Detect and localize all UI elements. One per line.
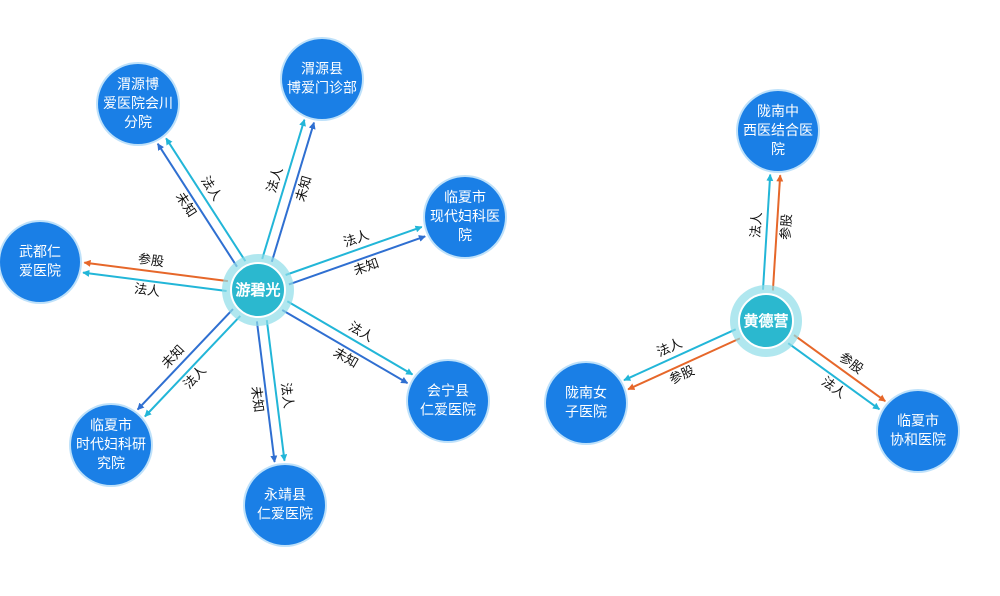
- edge-you-n3-0: [285, 225, 423, 276]
- edges-layer: 未知法人法人未知法人未知法人参股法人未知法人未知法人未知法人参股参股法人参股法人: [82, 119, 886, 463]
- company-node-circle: [71, 405, 151, 485]
- person-node-label: 游碧光: [235, 281, 280, 299]
- company-node-label: 陇南女: [565, 385, 607, 402]
- company-node-label: 西医结合医: [743, 123, 813, 139]
- company-node-label: 爱医院: [19, 264, 61, 280]
- company-node-label: 协和医院: [890, 433, 946, 449]
- company-node-circle: [546, 363, 626, 443]
- edge-label: 法人: [346, 319, 376, 345]
- edge-you-n5-0: [286, 300, 414, 376]
- company-node-label: 现代妇科医: [430, 208, 500, 225]
- edge-huang-n8-0: [762, 173, 774, 290]
- company-node-circle: [98, 64, 178, 144]
- edge-label: 未知: [351, 255, 381, 279]
- company-node-label: 仁爱医院: [257, 507, 313, 523]
- edge-label: 参股: [137, 251, 165, 270]
- person-node-circle: [738, 293, 794, 349]
- edge-you-n2-1: [270, 121, 316, 263]
- edge-huang-n10-1: [787, 342, 880, 411]
- person-node[interactable]: 游碧光: [222, 254, 294, 326]
- company-node-label: 临夏市: [90, 417, 132, 434]
- company-node-label: 院: [458, 228, 472, 244]
- edge-label: 法人: [133, 282, 161, 300]
- company-node-circle: [738, 91, 818, 171]
- edge-huang-n9-1: [623, 328, 737, 382]
- edge-label: 法人: [655, 336, 685, 360]
- company-node-circle: [282, 39, 362, 119]
- edge-label: 未知: [292, 174, 315, 204]
- edge-label: 法人: [342, 228, 372, 251]
- edge-label: 未知: [248, 385, 267, 413]
- company-node-label: 时代妇科研: [76, 436, 146, 453]
- edge-label: 参股: [667, 363, 697, 388]
- edge-you-n1-0: [156, 143, 238, 268]
- company-node-label: 渭源博: [117, 76, 159, 93]
- company-node-label: 究院: [97, 456, 125, 472]
- edge-label: 未知: [330, 345, 361, 372]
- person-node-circle: [230, 262, 286, 318]
- edge-label: 参股: [778, 213, 796, 240]
- edge-label: 未知: [158, 342, 188, 372]
- company-node-label: 分院: [124, 115, 152, 131]
- edge-you-n6-1: [136, 308, 234, 411]
- edge-label: 参股: [836, 349, 866, 377]
- company-node-label: 爱医院会川: [103, 96, 173, 112]
- company-node-label: 陇南中: [757, 104, 799, 120]
- edge-label: 法人: [265, 165, 287, 194]
- edge-huang-n9-0: [627, 337, 741, 391]
- company-node-label: 临夏市: [444, 189, 486, 206]
- company-node-circle: [878, 391, 958, 471]
- nodes-layer: 渭源博爱医院会川分院渭源县博爱门诊部临夏市现代妇科医院武都仁爱医院会宁县仁爱医院…: [0, 37, 960, 547]
- edge-you-n7-0: [265, 319, 288, 462]
- edge-label: 未知: [172, 190, 200, 221]
- person-node[interactable]: 黄德营: [730, 285, 802, 357]
- edge-label: 法人: [197, 174, 224, 204]
- edge-label: 法人: [749, 212, 766, 239]
- edge-huang-n8-1: [771, 174, 784, 291]
- company-node-label: 临夏市: [897, 413, 939, 430]
- edge-label: 法人: [277, 382, 295, 410]
- edge-you-n3-1: [288, 235, 426, 286]
- company-node-label: 院: [771, 142, 785, 158]
- company-node-label: 仁爱医院: [420, 403, 476, 419]
- company-node-label: 永靖县: [264, 488, 306, 504]
- company-node-label: 渭源县: [301, 62, 343, 78]
- company-node-circle: [425, 177, 505, 257]
- edge-huang-n10-0: [793, 334, 886, 403]
- company-node-label: 武都仁: [19, 245, 61, 261]
- edge-you-n2-0: [261, 119, 306, 260]
- edge-you-n6-0: [144, 315, 242, 418]
- edge-you-n7-1: [255, 321, 278, 463]
- edge-label: 法人: [181, 363, 210, 392]
- company-node-circle: [408, 361, 488, 441]
- edge-you-n4-1: [83, 259, 229, 283]
- edge-you-n5-1: [281, 309, 409, 384]
- edge-you-n4-0: [82, 269, 227, 292]
- company-node-circle: [245, 465, 325, 545]
- company-node-label: 博爱门诊部: [287, 80, 357, 97]
- edge-you-n1-1: [165, 137, 247, 262]
- company-node-label: 会宁县: [427, 383, 469, 400]
- company-node-label: 子医院: [565, 405, 607, 421]
- company-node-circle: [0, 222, 80, 302]
- edge-label: 法人: [818, 374, 848, 401]
- person-node-label: 黄德营: [743, 312, 788, 330]
